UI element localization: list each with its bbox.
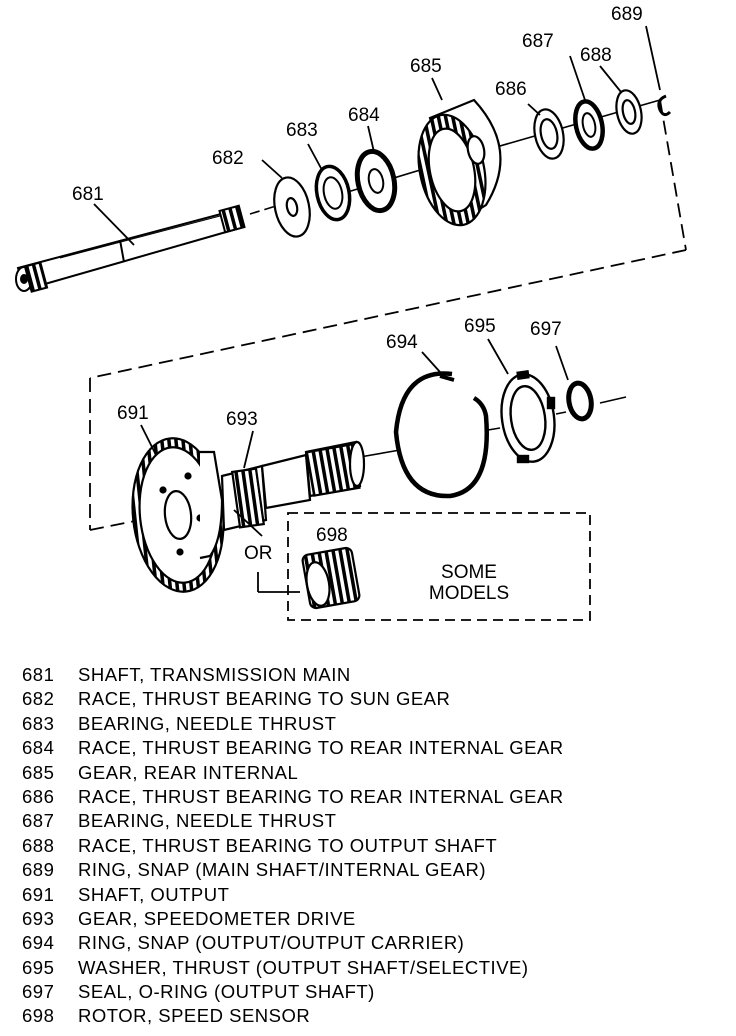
legend-item: 685 GEAR, REAR INTERNAL <box>22 761 722 785</box>
legend-item: 681 SHAFT, TRANSMISSION MAIN <box>22 663 722 687</box>
legend-item: 695 WASHER, THRUST (OUTPUT SHAFT/SELECTIV… <box>22 956 722 980</box>
legend-part-number: 698 <box>22 1005 55 1027</box>
some-models-line2: MODELS <box>429 583 509 604</box>
race-682 <box>273 176 311 238</box>
rear-internal-gear-685 <box>417 98 502 227</box>
legend-part-description: SHAFT, TRANSMISSION MAIN <box>78 664 351 685</box>
legend-part-number: 695 <box>22 956 55 978</box>
legend-part-number: 693 <box>22 907 55 929</box>
legend-part-number: 685 <box>22 761 55 783</box>
speed-sensor-rotor-698 <box>301 546 361 610</box>
exploded-parts-diagram: 681 682 683 684 685 686 687 688 689 691 … <box>15 4 687 621</box>
callout-693: 693 <box>226 409 258 430</box>
legend-item: 698 ROTOR, SPEED SENSOR <box>22 1004 722 1028</box>
legend-part-description: GEAR, SPEEDOMETER DRIVE <box>78 907 356 929</box>
some-models-box <box>287 512 591 621</box>
race-684 <box>354 148 398 214</box>
legend-item: 694 RING, SNAP (OUTPUT/OUTPUT CARRIER) <box>22 931 722 955</box>
callout-681: 681 <box>72 184 104 205</box>
callout-684: 684 <box>348 105 380 126</box>
callout-685: 685 <box>410 56 442 77</box>
legend-part-description: RACE, THRUST BEARING TO OUTPUT SHAFT <box>78 834 498 856</box>
legend-part-number: 682 <box>22 688 55 710</box>
legend-part-number: 688 <box>22 834 55 856</box>
legend-part-description: SHAFT, OUTPUT <box>78 883 230 905</box>
callout-698: 698 <box>316 525 348 546</box>
callout-695: 695 <box>464 316 496 337</box>
thrust-washer-695 <box>500 369 556 464</box>
legend-part-number: 683 <box>22 712 55 734</box>
legend-part-description: GEAR, REAR INTERNAL <box>78 761 299 783</box>
legend-item: 683 BEARING, NEEDLE THRUST <box>22 712 722 736</box>
legend-part-description: RING, SNAP (OUTPUT/OUTPUT CARRIER) <box>78 932 465 954</box>
legend-part-description: RACE, THRUST BEARING TO REAR INTERNAL GE… <box>78 785 564 807</box>
legend-part-number: 681 <box>22 664 55 685</box>
race-688 <box>615 89 643 135</box>
legend-part-number: 694 <box>22 932 55 954</box>
legend-item: 693 GEAR, SPEEDOMETER DRIVE <box>22 907 722 931</box>
legend-part-description: RING, SNAP (MAIN SHAFT/INTERNAL GEAR) <box>78 859 487 881</box>
legend-item: 684 RACE, THRUST BEARING TO REAR INTERNAL… <box>22 736 722 760</box>
legend-part-description: SEAL, O-RING (OUTPUT SHAFT) <box>78 981 375 1003</box>
legend-item: 686 RACE, THRUST BEARING TO REAR INTERNAL… <box>22 785 722 809</box>
output-shaft-691 <box>131 437 366 593</box>
legend-item: 689 RING, SNAP (MAIN SHAFT/INTERNAL GEAR) <box>22 858 722 882</box>
callout-688: 688 <box>580 45 612 66</box>
callout-687: 687 <box>522 31 554 52</box>
legend-part-description: BEARING, NEEDLE THRUST <box>78 810 337 832</box>
callout-694: 694 <box>386 332 418 353</box>
legend-part-description: WASHER, THRUST (OUTPUT SHAFT/SELECTIVE) <box>78 956 529 978</box>
upper-leader-lines <box>93 25 661 246</box>
legend-part-description: ROTOR, SPEED SENSOR <box>78 1005 311 1027</box>
legend-part-description: BEARING, NEEDLE THRUST <box>78 712 337 734</box>
legend-part-number: 697 <box>22 981 55 1003</box>
callout-683: 683 <box>286 120 318 141</box>
lower-centerline <box>359 396 627 458</box>
some-models-line1: SOME <box>441 562 497 583</box>
race-686 <box>533 108 565 160</box>
callout-697: 697 <box>530 319 562 340</box>
legend-item: 687 BEARING, NEEDLE THRUST <box>22 809 722 833</box>
o-ring-seal-697 <box>566 380 594 422</box>
legend-part-description: RACE, THRUST BEARING TO SUN GEAR <box>78 688 451 710</box>
legend-part-number: 689 <box>22 859 55 881</box>
callout-682: 682 <box>212 148 244 169</box>
legend-part-description: RACE, THRUST BEARING TO REAR INTERNAL GE… <box>78 737 564 759</box>
legend-part-number: 691 <box>22 883 55 905</box>
legend-part-number: 684 <box>22 737 55 759</box>
bearing-683 <box>314 164 352 222</box>
or-connector-lines <box>257 572 300 593</box>
or-label: OR <box>244 543 273 564</box>
callout-686: 686 <box>495 79 527 100</box>
legend-item: 697 SEAL, O-RING (OUTPUT SHAFT) <box>22 980 722 1004</box>
main-shaft-681 <box>15 204 246 293</box>
legend-part-number: 686 <box>22 785 55 807</box>
legend-item: 682 RACE, THRUST BEARING TO SUN GEAR <box>22 687 722 711</box>
legend-item: 688 RACE, THRUST BEARING TO OUTPUT SHAFT <box>22 834 722 858</box>
bearing-687 <box>573 99 605 151</box>
legend-item: 691 SHAFT, OUTPUT <box>22 883 722 907</box>
callout-691: 691 <box>117 403 149 424</box>
legend-part-number: 687 <box>22 810 55 832</box>
lower-leader-lines <box>140 338 569 537</box>
snap-ring-689 <box>657 94 672 117</box>
snap-ring-694 <box>393 371 489 499</box>
callout-689: 689 <box>611 4 643 25</box>
